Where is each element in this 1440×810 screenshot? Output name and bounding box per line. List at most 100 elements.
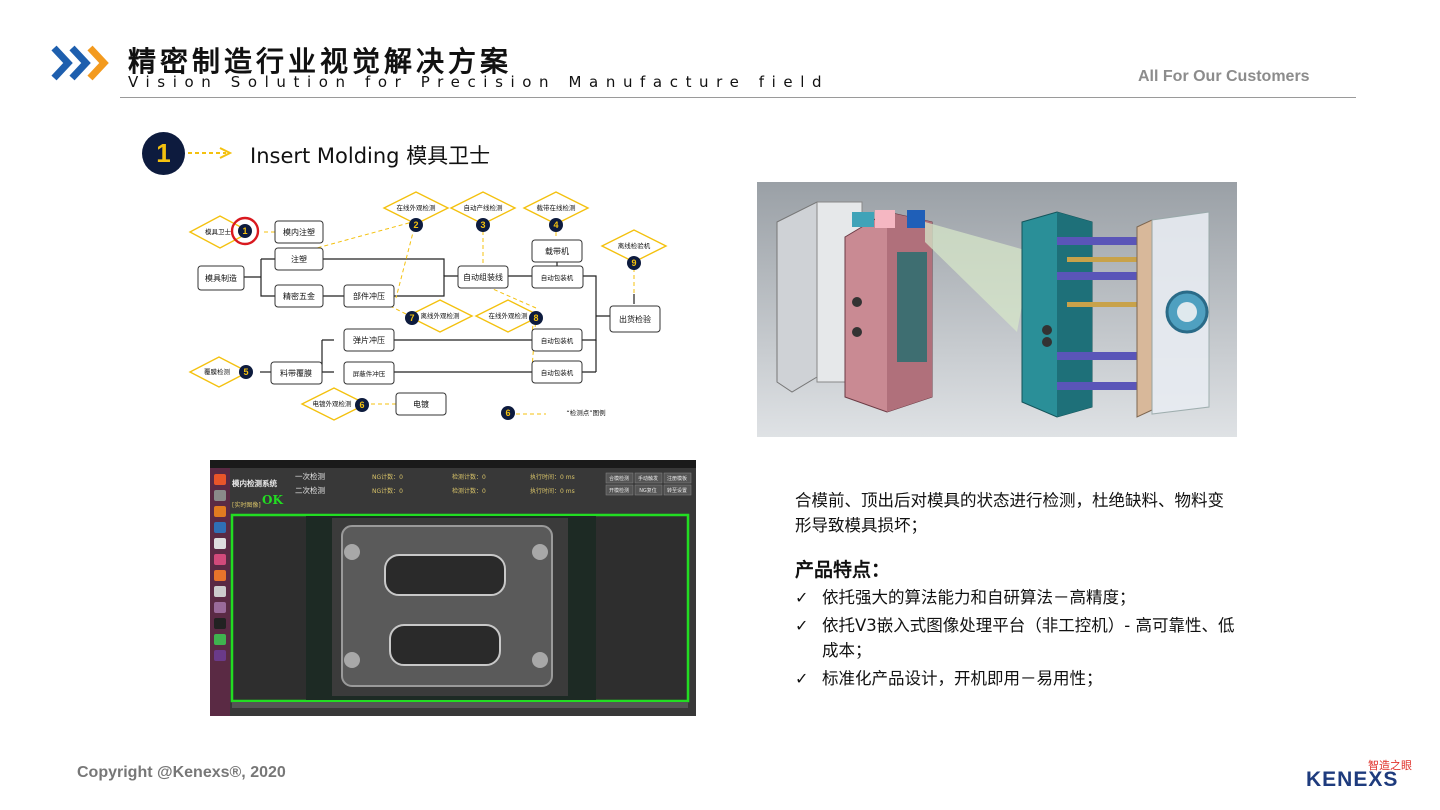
inspection-label: 覆膜检测 <box>204 367 231 376</box>
inspection-label: 自动产线检测 <box>464 203 504 212</box>
exec-time-2: 执行时间：0 ms <box>530 487 575 495</box>
marker-number: 7 <box>409 313 414 323</box>
logo-en-text: KENEXS <box>1306 768 1399 791</box>
mold-close-check-button: 合模检测 <box>609 475 629 482</box>
first-check-label: 一次检测 <box>295 471 325 481</box>
flow-box <box>531 265 584 289</box>
feature-text: 依托强大的算法能力和自研算法－高精度； <box>822 588 1136 607</box>
flow-box <box>274 284 324 308</box>
flow-box <box>197 265 245 291</box>
ok-status: OK <box>262 493 283 507</box>
features-list: ✓ 依托强大的算法能力和自研算法－高精度； ✓ 依托V3嵌入式图像处理平台（非工控机… <box>795 585 1235 694</box>
header-divider <box>120 97 1356 98</box>
feature-text: 依托V3嵌入式图像处理平台（非工控机）- 高可靠性、低成本； <box>822 616 1235 660</box>
marker-number: 9 <box>631 258 636 268</box>
marker-circle <box>476 218 490 232</box>
app-icon <box>214 634 226 645</box>
marker-number: 3 <box>480 220 485 230</box>
marker-circle <box>238 224 252 238</box>
page-title: 精密制造行业视觉解决方案 <box>128 45 513 78</box>
marker-circle <box>627 256 641 270</box>
section-title: Insert Molding 模具卫士 <box>250 144 491 168</box>
flow-box <box>274 247 324 271</box>
flow-box-label: 自动包装机 <box>541 368 574 377</box>
flow-box-label: 自动包装机 <box>541 336 574 345</box>
flow-box <box>343 284 395 308</box>
copyright: Copyright @Kenexs®, 2020 <box>77 764 286 781</box>
mold-3d-illustration <box>757 182 1237 437</box>
app-icon <box>214 538 226 549</box>
marker-number: 5 <box>243 367 248 377</box>
app-icon <box>214 554 226 565</box>
flow-box-label: 出货检验 <box>619 314 651 324</box>
check-count-2: 检测计数：0 <box>452 487 486 495</box>
flow-box-label: 弹片冲压 <box>353 335 385 345</box>
app-icon <box>214 602 226 613</box>
section-number-badge: 1 <box>142 132 185 175</box>
flow-box <box>531 328 583 352</box>
flow-box-label: 部件冲压 <box>353 291 385 301</box>
flow-box <box>274 220 324 244</box>
marker-number: 6 <box>359 400 364 410</box>
flow-box-label: 模具制造 <box>205 273 237 283</box>
check-count-1: 检测计数：0 <box>452 473 486 481</box>
marker-number: 8 <box>533 313 538 323</box>
checkmark-icon: ✓ <box>795 616 809 635</box>
inspection-label: 离线外观检测 <box>421 311 461 320</box>
legend-label: “检测点”图例 <box>566 408 605 417</box>
inspection-label: 载带在线检测 <box>537 203 577 212</box>
flow-box <box>531 360 583 384</box>
feature-item: ✓ 依托V3嵌入式图像处理平台（非工控机）- 高可靠性、低成本； <box>795 613 1235 663</box>
app-icon <box>214 570 226 581</box>
inspection-diamond <box>600 229 668 263</box>
feature-item: ✓标准化产品设计，开机即用－易用性； <box>795 666 1235 691</box>
checkmark-icon: ✓ <box>795 588 809 607</box>
flow-box-label: 电镀 <box>413 399 429 409</box>
feature-item: ✓ 依托强大的算法能力和自研算法－高精度； <box>795 585 1235 610</box>
ng-count-2: NG计数：0 <box>372 487 403 495</box>
flow-box-label: 模内注塑 <box>283 227 315 237</box>
checkmark-icon: ✓ <box>795 669 809 688</box>
marker-number: 4 <box>553 220 558 230</box>
kenexs-logo: 智造之眼 KENEXS <box>1300 757 1416 793</box>
tagline: All For Our Customers <box>1138 68 1310 85</box>
flow-box <box>270 361 323 385</box>
flow-box-label: 载带机 <box>545 246 569 256</box>
marker-circle <box>549 218 563 232</box>
second-check-label: 二次检测 <box>295 485 325 495</box>
app-icon <box>214 618 226 629</box>
app-icon <box>214 522 226 533</box>
inspection-label: 离线检验机 <box>618 241 651 250</box>
marker-circle <box>355 398 369 412</box>
page-subtitle: Vision Solution for Precision Manufactur… <box>128 73 830 91</box>
mold-open-check-button: 开模检测 <box>609 487 629 494</box>
inspection-label: 电镀外观检测 <box>313 399 353 408</box>
app-icon <box>214 506 226 517</box>
flow-box-label: 精密五金 <box>283 291 315 301</box>
flow-box-label: 料带覆膜 <box>280 368 312 378</box>
manual-trigger-button: 手动触发 <box>638 475 658 482</box>
live-image-label: [实时图像] <box>232 501 261 509</box>
flow-box <box>457 265 509 289</box>
exec-time-1: 执行时间：0 ms <box>530 473 575 481</box>
inspection-label: 在线外观检测 <box>397 203 437 212</box>
inspection-diamond <box>406 299 474 333</box>
flow-box <box>343 361 395 385</box>
inspection-diamond <box>522 191 590 225</box>
app-title: 模内检测系统 <box>232 478 277 488</box>
toolbar-buttons[interactable]: 合模检测 手动触发 注册模板 开模检测 NG复位 转至设置 <box>605 472 692 496</box>
inspection-diamond <box>382 191 450 225</box>
app-icon <box>214 474 226 485</box>
marker-circle <box>409 218 423 232</box>
flow-box-label: 注塑 <box>291 254 307 264</box>
marker-circle <box>501 406 515 420</box>
highlight-ring <box>230 216 260 246</box>
inspection-label: 模具卫士 <box>205 227 232 236</box>
ng-count-1: NG计数：0 <box>372 473 403 481</box>
flow-box <box>395 392 447 416</box>
goto-settings-button: 转至设置 <box>667 487 687 494</box>
marker-number: 2 <box>413 220 418 230</box>
brand-chevrons-icon <box>51 45 109 81</box>
inspection-diamond <box>449 191 517 225</box>
ng-reset-button: NG复位 <box>639 487 657 494</box>
